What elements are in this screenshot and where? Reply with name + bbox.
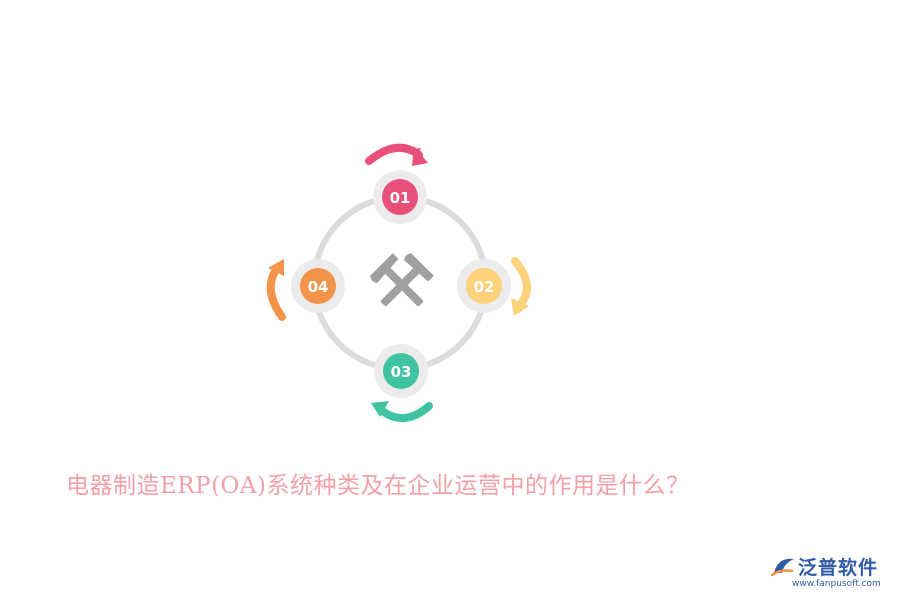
page-caption: 电器制造ERP(OA)系统种类及在企业运营中的作用是什么？: [66, 473, 690, 499]
cycle-arrow-right: [511, 257, 531, 316]
brand-name: 泛普软件: [798, 557, 879, 579]
cycle-node-03: 03: [374, 344, 428, 398]
cycle-node-01: 01: [373, 170, 427, 224]
cycle-arrow-left: [266, 259, 286, 321]
node-label-04: 04: [308, 278, 329, 296]
brand-url: www.fanpusoft.com: [792, 579, 881, 589]
node-label-02: 02: [474, 278, 495, 296]
brand-watermark: 泛普软件 www.fanpusoft.com: [770, 553, 896, 597]
cycle-node-04: 04: [291, 259, 345, 313]
crossed-hammers-icon: [370, 253, 434, 307]
fanpu-logo-icon: [770, 558, 794, 577]
node-label-03: 03: [391, 363, 412, 381]
cycle-arrow-bottom: [371, 401, 433, 422]
cycle-node-02: 02: [457, 259, 511, 313]
node-label-01: 01: [390, 189, 411, 207]
cycle-arrow-top: [365, 143, 428, 166]
